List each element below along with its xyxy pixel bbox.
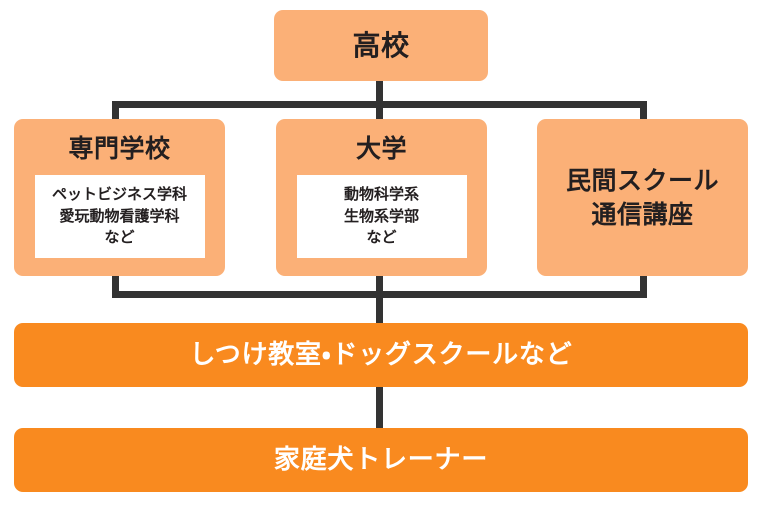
node-university-title: 大学 [355,134,407,163]
connector-drop-private [640,101,647,123]
node-private-school-title-line2: 通信講座 [591,199,694,229]
node-university[interactable]: 大学 動物科学系 生物系学部 など [276,119,487,276]
node-vocational-title: 専門学校 [68,134,171,163]
detail-line: 動物科学系 [343,185,419,204]
detail-line: 生物系学部 [343,206,419,225]
node-university-details: 動物科学系 生物系学部 など [296,175,467,259]
node-family-dog-trainer[interactable]: 家庭犬トレーナー [14,428,748,492]
connector-drop-university [376,101,383,123]
connector-rise-private [640,272,647,298]
node-private-school[interactable]: 民間スクール 通信講座 [537,119,748,276]
connector-rise-university [376,272,383,298]
detail-line: ペットビジネス学科 [51,185,187,204]
node-highschool[interactable]: 高校 [274,10,488,81]
connector-highschool-stem [376,81,383,107]
node-family-dog-trainer-title: 家庭犬トレーナー [273,444,489,475]
connector-rise-vocational [112,272,119,298]
node-dog-school-title: しつけ教室・ドッグスクールなど [189,339,573,370]
detail-line: など [366,227,397,246]
node-vocational-details: ペットビジネス学科 愛玩動物看護学科 など [34,175,205,259]
node-vocational[interactable]: 専門学校 ペットビジネス学科 愛玩動物看護学科 など [14,119,225,276]
connector-school-stem [376,291,383,325]
detail-line: など [104,227,135,246]
detail-line: 愛玩動物看護学科 [59,206,180,225]
node-highschool-title: 高校 [352,29,410,62]
node-private-school-title-line1: 民間スクール [565,166,719,195]
connector-trainer-stem [376,386,383,430]
connector-drop-vocational [112,101,119,123]
node-dog-school[interactable]: しつけ教室・ドッグスクールなど [14,323,748,387]
